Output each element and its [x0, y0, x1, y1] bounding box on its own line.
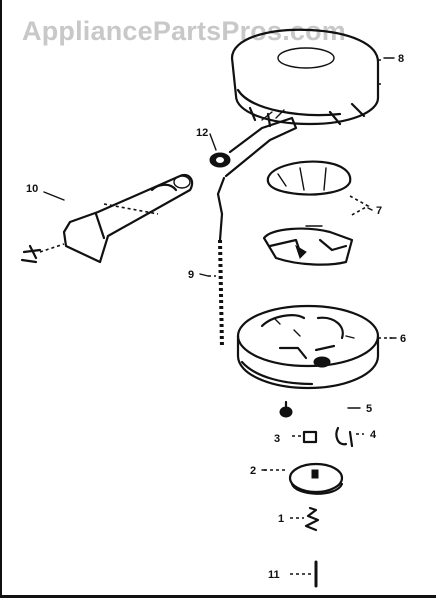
callout-4: 4 [370, 429, 377, 441]
part-4-clip [335, 426, 364, 448]
part-5-screw [279, 400, 293, 418]
callout-8: 8 [398, 53, 404, 65]
callout-3: 3 [274, 433, 280, 445]
callout-1: 1 [278, 513, 284, 525]
part-2-washer [264, 462, 344, 495]
part-11-pin [290, 560, 318, 588]
bracket-line [224, 116, 298, 178]
callout-9: 9 [188, 269, 194, 281]
leader-12 [209, 133, 217, 151]
part-3-nut [292, 430, 318, 444]
callout-10: 10 [26, 183, 38, 195]
watermark-text: AppliancePartsPros.com [22, 16, 347, 46]
part-1-spring [290, 506, 320, 532]
leader-9 [199, 273, 209, 277]
part-7-spring-parts [262, 160, 370, 266]
callout-12: 12 [196, 127, 208, 139]
leader-7 [367, 207, 373, 211]
callout-2: 2 [250, 465, 256, 477]
callout-6: 6 [400, 333, 406, 345]
part-9-rope [208, 176, 226, 349]
part-12-washer [209, 152, 231, 168]
part-6-pulley [236, 304, 392, 390]
part-10-handle [20, 173, 194, 264]
callout-7: 7 [376, 205, 382, 217]
part-8-housing [230, 28, 384, 128]
leader-10 [43, 191, 65, 201]
callout-11: 11 [268, 569, 280, 581]
callout-5: 5 [366, 403, 372, 415]
